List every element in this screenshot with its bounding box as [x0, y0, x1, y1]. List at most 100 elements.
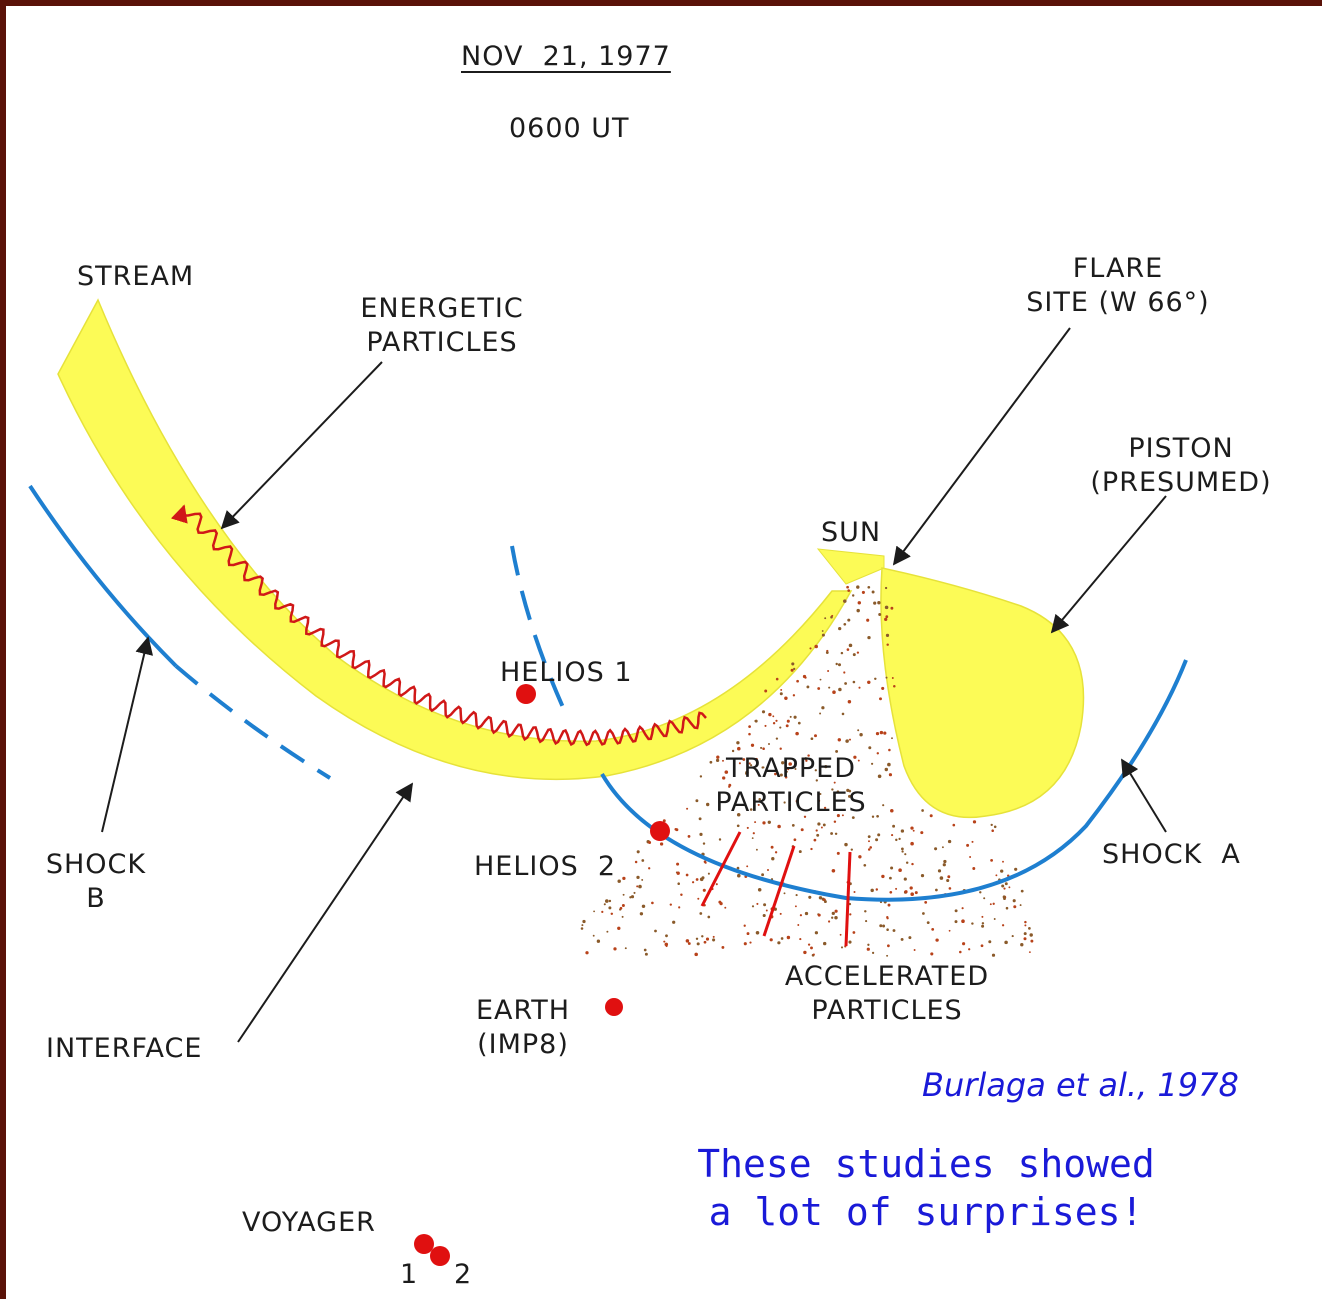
particle-dot	[926, 921, 930, 925]
label-piston: PISTON (PRESUMED)	[1090, 433, 1272, 498]
particle-dot	[766, 868, 770, 872]
particle-dot	[662, 819, 666, 823]
particle-dot	[893, 685, 896, 688]
label-earth: EARTH (IMP8)	[475, 995, 571, 1060]
particle-dot	[1020, 889, 1024, 893]
particle-dot	[724, 770, 729, 774]
particle-dot	[839, 933, 842, 936]
particle-dot	[891, 834, 894, 837]
remark-text: These studies showed a lot of surprises!	[697, 1142, 1155, 1234]
particle-dot	[924, 901, 928, 904]
particle-dot	[1023, 932, 1027, 936]
particle-dot	[795, 731, 799, 736]
particle-dot	[867, 835, 871, 839]
particle-dot	[795, 799, 799, 803]
particle-dot	[613, 947, 617, 951]
particle-dot	[621, 904, 625, 907]
particle-dot	[746, 932, 750, 936]
particle-dot	[835, 749, 839, 753]
particle-dot	[888, 773, 893, 777]
particle-dot	[905, 861, 909, 864]
particle-dot	[608, 906, 612, 910]
particle-dot	[784, 696, 788, 701]
particle-dot	[888, 748, 891, 752]
particle-dot	[791, 824, 795, 827]
particle-dot	[746, 865, 749, 868]
particle-dot	[828, 920, 831, 923]
particle-dot	[783, 801, 786, 804]
particle-dot	[737, 746, 741, 751]
particle-dot	[1028, 951, 1031, 954]
particle-dot	[890, 606, 894, 610]
particle-dot	[848, 940, 852, 944]
particle-dot	[789, 715, 792, 718]
particle-dot	[750, 764, 753, 767]
slide-page: NOV 21, 1977 0600 UT STREAM ENERGETIC PA…	[6, 6, 1322, 1299]
particle-dot	[823, 900, 827, 904]
particle-dot	[857, 759, 860, 762]
particle-dot	[1019, 904, 1022, 907]
particle-dot	[1005, 906, 1009, 910]
particle-dot	[680, 893, 683, 897]
particle-dot	[838, 626, 842, 631]
particle-dot	[678, 906, 681, 909]
particle-dot	[761, 873, 765, 877]
particle-dot	[914, 891, 918, 895]
particle-dot	[901, 850, 904, 853]
particle-dot	[1002, 860, 1004, 863]
voyager-1-dot	[414, 1234, 434, 1254]
particle-dot	[808, 895, 812, 899]
particle-dot	[812, 953, 815, 956]
particle-dot	[695, 878, 699, 881]
particle-dot	[712, 935, 715, 938]
particle-dot	[908, 936, 912, 940]
particle-dot	[748, 732, 751, 736]
particle-dot	[853, 755, 857, 759]
particle-dot	[1011, 935, 1014, 938]
particle-dot	[857, 601, 862, 605]
particle-cloud	[580, 585, 1034, 957]
particle-dot	[796, 679, 799, 683]
particle-dot	[948, 887, 952, 890]
particle-dot	[890, 808, 894, 813]
particle-dot	[641, 878, 644, 881]
particle-dot	[644, 952, 648, 956]
particle-dot	[867, 585, 871, 589]
particle-dot	[1013, 905, 1017, 909]
particle-dot	[931, 928, 935, 931]
particle-dot	[636, 850, 640, 854]
particle-dot	[617, 879, 621, 883]
particle-dot	[831, 788, 834, 791]
particle-dot	[886, 954, 889, 957]
label-energetic-particles: ENERGETIC PARTICLES	[360, 293, 524, 358]
particle-dot	[943, 859, 947, 864]
particle-dot	[810, 737, 814, 741]
particle-dot	[889, 890, 893, 894]
particle-dot	[805, 759, 808, 762]
particle-dot	[622, 893, 625, 896]
particle-dot	[898, 837, 901, 841]
particle-dot	[784, 775, 788, 779]
particle-dot	[748, 725, 751, 728]
shock-b-dashed	[174, 664, 332, 780]
particle-dot	[814, 644, 818, 649]
particle-dot	[617, 926, 621, 930]
particle-dot	[785, 770, 788, 773]
particle-dot	[691, 881, 695, 884]
particle-dot	[659, 842, 664, 846]
particle-dot	[904, 890, 908, 894]
particle-dot	[813, 838, 817, 842]
particle-dot	[636, 885, 639, 888]
particle-dot	[745, 772, 747, 775]
particle-dot	[596, 939, 601, 943]
particle-dot	[777, 941, 781, 945]
particle-dot	[687, 942, 691, 945]
stream-band	[57, 298, 853, 781]
particle-dot	[819, 792, 822, 796]
particle-dot	[877, 833, 881, 837]
particle-dot	[806, 685, 810, 689]
particle-dot	[835, 662, 838, 666]
particle-dot	[990, 859, 993, 862]
particle-dot	[1024, 924, 1027, 927]
interface-pointer	[237, 782, 414, 1043]
